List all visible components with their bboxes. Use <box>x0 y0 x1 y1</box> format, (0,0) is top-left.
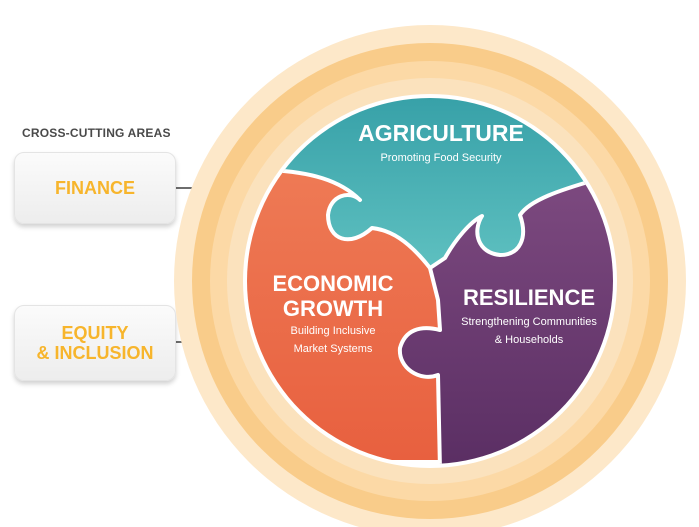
agriculture-subtitle: Promoting Food Security <box>380 152 502 164</box>
agriculture-title: AGRICULTURE <box>358 120 524 146</box>
equity-inclusion-label: EQUITY & INCLUSION <box>37 323 154 363</box>
economic-growth-title-line2: GROWTH <box>283 296 383 321</box>
equity-label-line2: & INCLUSION <box>36 343 154 363</box>
economic-growth-title-line1: ECONOMIC <box>273 271 394 296</box>
economic-growth-subtitle-line2: Market Systems <box>294 343 373 355</box>
finance-box: FINANCE <box>14 152 176 224</box>
resilience-subtitle-line1: Strengthening Communities <box>461 316 597 328</box>
equity-label-line1: EQUITY <box>61 323 129 343</box>
cross-cutting-title: CROSS-CUTTING AREAS <box>22 126 171 140</box>
resilience-subtitle-line2: & Households <box>495 334 564 346</box>
equity-inclusion-box: EQUITY & INCLUSION <box>14 305 176 381</box>
resilience-title: RESILIENCE <box>463 285 595 310</box>
finance-label: FINANCE <box>55 178 135 198</box>
puzzle-seams <box>247 166 613 464</box>
economic-growth-subtitle-line1: Building Inclusive <box>291 325 376 337</box>
